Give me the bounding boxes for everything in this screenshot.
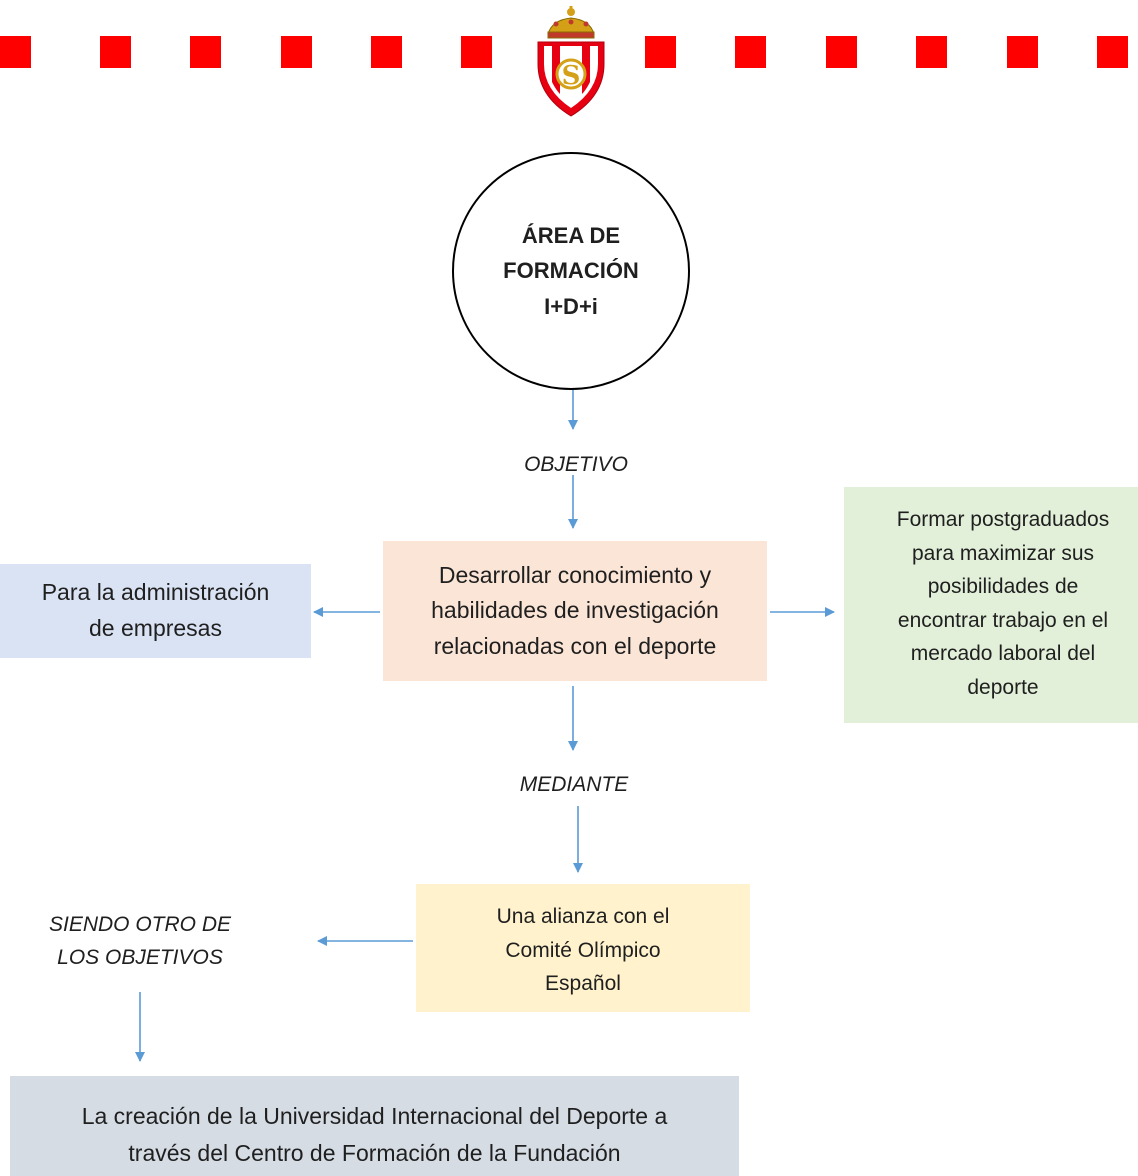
header-dash bbox=[461, 36, 492, 68]
box-line: Para la administración bbox=[41, 579, 270, 606]
box-line: para maximizar sus bbox=[911, 541, 1095, 565]
box-line: posibilidades de bbox=[927, 575, 1079, 599]
box-line: de empresas bbox=[89, 615, 222, 641]
header-dash bbox=[735, 36, 766, 68]
box-line: habilidades de investigación bbox=[431, 597, 719, 624]
label-siendo-line: SIENDO OTRO DE bbox=[48, 913, 232, 936]
header-dash bbox=[916, 36, 947, 68]
label-objetivo: OBJETIVO bbox=[524, 453, 628, 476]
center-circle-line: ÁREA DE bbox=[521, 223, 621, 249]
label-mediante: MEDIANTE bbox=[519, 773, 629, 796]
box-university-creation: La creación de la Universidad Internacio… bbox=[10, 1076, 739, 1176]
header-dash bbox=[281, 36, 312, 68]
center-circle: ÁREA DE FORMACIÓN I+D+i bbox=[452, 152, 690, 390]
box-olympic-alliance: Una alianza con el Comité Olímpico Españ… bbox=[416, 884, 750, 1012]
box-postgraduates: Formar postgraduados para maximizar sus … bbox=[844, 487, 1138, 723]
header-dash bbox=[645, 36, 676, 68]
box-line: encontrar trabajo en el bbox=[897, 608, 1109, 632]
header-dash bbox=[371, 36, 402, 68]
box-line: mercado laboral del bbox=[910, 642, 1096, 666]
header-dash bbox=[1097, 36, 1128, 68]
header-dash bbox=[100, 36, 131, 68]
center-circle-line: FORMACIÓN bbox=[503, 258, 639, 284]
label-siendo-otro: SIENDO OTRO DE LOS OBJETIVOS bbox=[20, 909, 260, 974]
real-sporting-de-gijon-crest-icon: S bbox=[537, 6, 605, 117]
box-objective: Desarrollar conocimiento y habilidades d… bbox=[383, 541, 767, 681]
box-business-administration: Para la administración de empresas bbox=[0, 564, 311, 658]
header-dash bbox=[0, 36, 31, 68]
center-circle-line: I+D+i bbox=[544, 293, 598, 319]
header-dash bbox=[826, 36, 857, 68]
header-dash bbox=[1007, 36, 1038, 68]
box-line: La creación de la Universidad Internacio… bbox=[81, 1103, 668, 1129]
box-line: deporte bbox=[967, 675, 1039, 699]
box-line: Una alianza con el bbox=[496, 905, 670, 928]
box-line: Comité Olímpico bbox=[505, 938, 661, 962]
svg-text:S: S bbox=[562, 61, 581, 91]
box-line: Formar postgraduados bbox=[896, 508, 1110, 531]
box-line: través del Centro de Formación de la Fun… bbox=[128, 1139, 621, 1166]
label-siendo-line: LOS OBJETIVOS bbox=[57, 945, 223, 969]
header-dash bbox=[190, 36, 221, 68]
box-line: Español bbox=[545, 972, 621, 996]
box-line: relacionadas con el deporte bbox=[433, 632, 717, 659]
box-line: Desarrollar conocimiento y bbox=[438, 561, 712, 588]
